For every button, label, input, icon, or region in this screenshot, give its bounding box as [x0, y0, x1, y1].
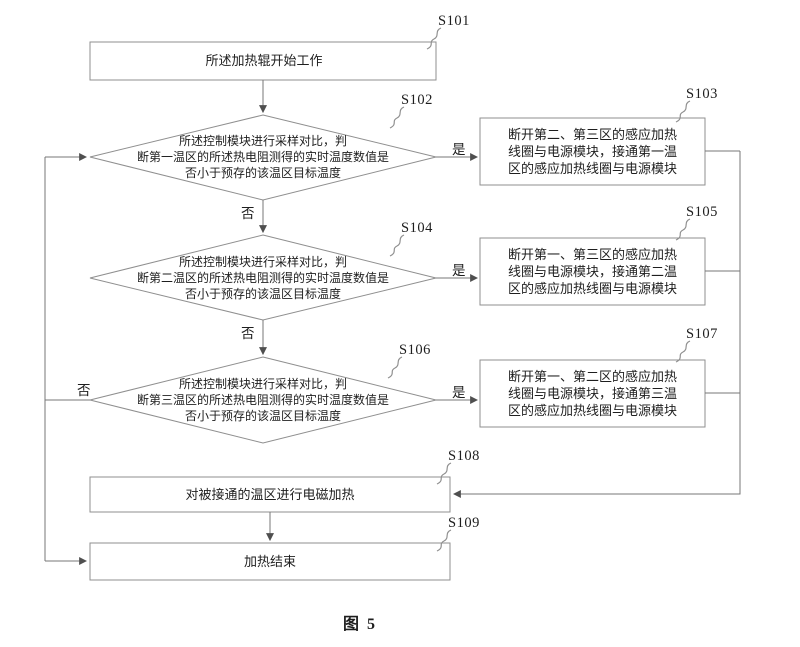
node-s108-box	[89, 476, 451, 513]
figure-caption: 图 5	[342, 616, 377, 633]
squiggle-s105	[675, 218, 691, 241]
node-s107-text: 断开第一、第二区的感应加热 线圈与电源模块，接通第三温 区的感应加热线圈与电源模…	[507, 369, 677, 418]
node-s104-text: 所述控制模块进行采样对比，判 断第二温区的所述热电阻测得的实时温度数值是 否小于…	[136, 255, 389, 301]
step-ref-s106: S106	[399, 342, 431, 358]
node-s101-text: 所述加热辊开始工作	[205, 53, 323, 68]
node-s102-text: 所述控制模块进行采样对比，判 断第一温区的所述热电阻测得的实时温度数值是 否小于…	[136, 134, 389, 180]
branch-label-yes-s106: 是	[452, 385, 466, 400]
step-ref-s102: S102	[401, 92, 433, 108]
node-s106-diamond	[89, 356, 437, 444]
squiggle-s102	[389, 106, 405, 129]
step-ref-s109: S109	[448, 515, 480, 531]
branch-label-yes-s104: 是	[452, 263, 466, 278]
connectors	[44, 80, 741, 565]
step-ref-s101: S101	[438, 13, 470, 29]
squiggle-s106	[387, 356, 403, 379]
node-s108-text: 对被接通的温区进行电磁加热	[185, 487, 355, 502]
node-s109-box	[89, 542, 451, 581]
node-s105-box	[479, 237, 706, 306]
node-s103-box	[479, 117, 706, 186]
arrow-right-collector-to-s108	[452, 151, 741, 498]
node-s107-box	[479, 359, 706, 428]
step-ref-s105: S105	[686, 204, 718, 220]
node-s101-box	[89, 41, 437, 81]
branch-label-no-s106: 否	[77, 383, 91, 398]
branch-label-no-s102: 否	[241, 206, 255, 221]
squiggle-s104	[389, 234, 405, 257]
node-s103-text: 断开第二、第三区的感应加热 线圈与电源模块，接通第一温 区的感应加热线圈与电源模…	[507, 127, 677, 176]
step-ref-s103: S103	[686, 86, 718, 102]
node-s106-text: 所述控制模块进行采样对比，判 断第三温区的所述热电阻测得的实时温度数值是 否小于…	[136, 377, 389, 423]
branch-label-no-s104: 否	[241, 326, 255, 341]
node-s105-text: 断开第一、第三区的感应加热 线圈与电源模块，接通第二温 区的感应加热线圈与电源模…	[507, 247, 677, 296]
step-ref-s108: S108	[448, 448, 480, 464]
step-ref-s107: S107	[686, 326, 718, 342]
node-s109-text: 加热结束	[243, 554, 296, 569]
step-ref-s104: S104	[401, 220, 433, 236]
branch-label-yes-s102: 是	[452, 142, 466, 157]
squiggle-s107	[675, 340, 691, 363]
